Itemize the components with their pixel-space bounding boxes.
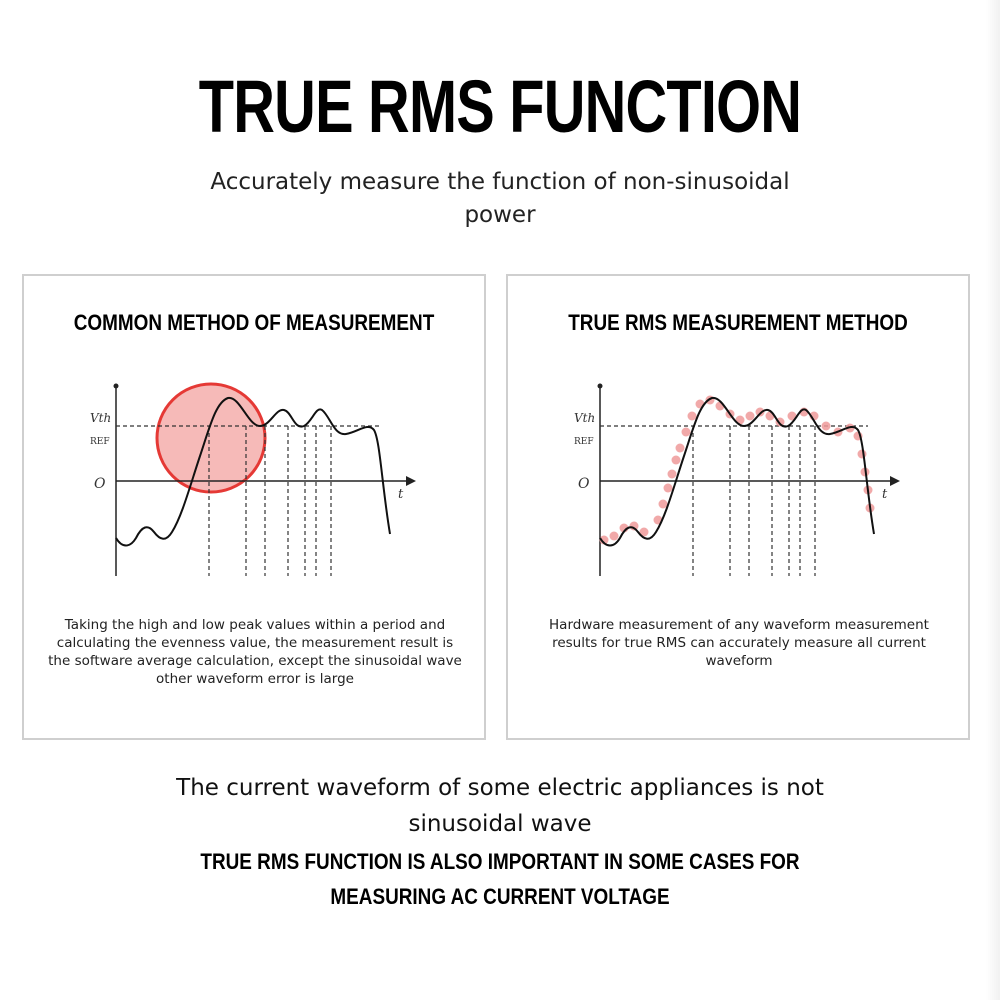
common-method-waveform-diagram: Vth REF O t <box>90 382 416 576</box>
t-axis-label: t <box>398 487 404 502</box>
peak-highlight-circle <box>155 382 267 494</box>
footer-highlight: TRUE RMS FUNCTION IS ALSO IMPORTANT IN S… <box>200 849 800 909</box>
sample-lines <box>208 426 332 576</box>
vth-label: Vth <box>574 411 595 425</box>
origin-label: O <box>94 476 106 492</box>
true-rms-waveform-diagram: Vth REF O t <box>574 383 900 576</box>
page-subtitle: Accurately measure the function of non-s… <box>210 169 790 228</box>
page-title: TRUE RMS FUNCTION <box>198 65 802 148</box>
common-method-panel: COMMON METHOD OF MEASUREMENT Vth REF O t… <box>22 274 486 740</box>
true-rms-panel: TRUE RMS MEASUREMENT METHOD <box>506 274 970 740</box>
x-axis-arrow <box>406 476 416 486</box>
non-sinusoidal-waveform <box>115 397 391 547</box>
x-axis-arrow <box>890 476 900 486</box>
y-axis-top-dot <box>597 383 603 389</box>
true-rms-heading: TRUE RMS MEASUREMENT METHOD <box>568 310 908 335</box>
true-rms-description: Hardware measurement of any waveform mea… <box>549 617 929 669</box>
page-edge-shadow <box>986 0 1000 1000</box>
vth-label: Vth <box>90 411 111 425</box>
ref-label: REF <box>90 437 110 447</box>
non-sinusoidal-waveform <box>599 397 875 547</box>
ref-label: REF <box>574 437 594 447</box>
y-axis-top-dot <box>113 383 119 389</box>
origin-label: O <box>578 476 590 492</box>
common-method-heading: COMMON METHOD OF MEASUREMENT <box>73 310 435 335</box>
t-axis-label: t <box>882 487 888 502</box>
footer-note: The current waveform of some electric ap… <box>176 775 824 837</box>
sample-lines <box>692 426 816 576</box>
rms-sample-dots <box>599 395 875 545</box>
common-method-description: Taking the high and low peak values with… <box>48 617 462 687</box>
